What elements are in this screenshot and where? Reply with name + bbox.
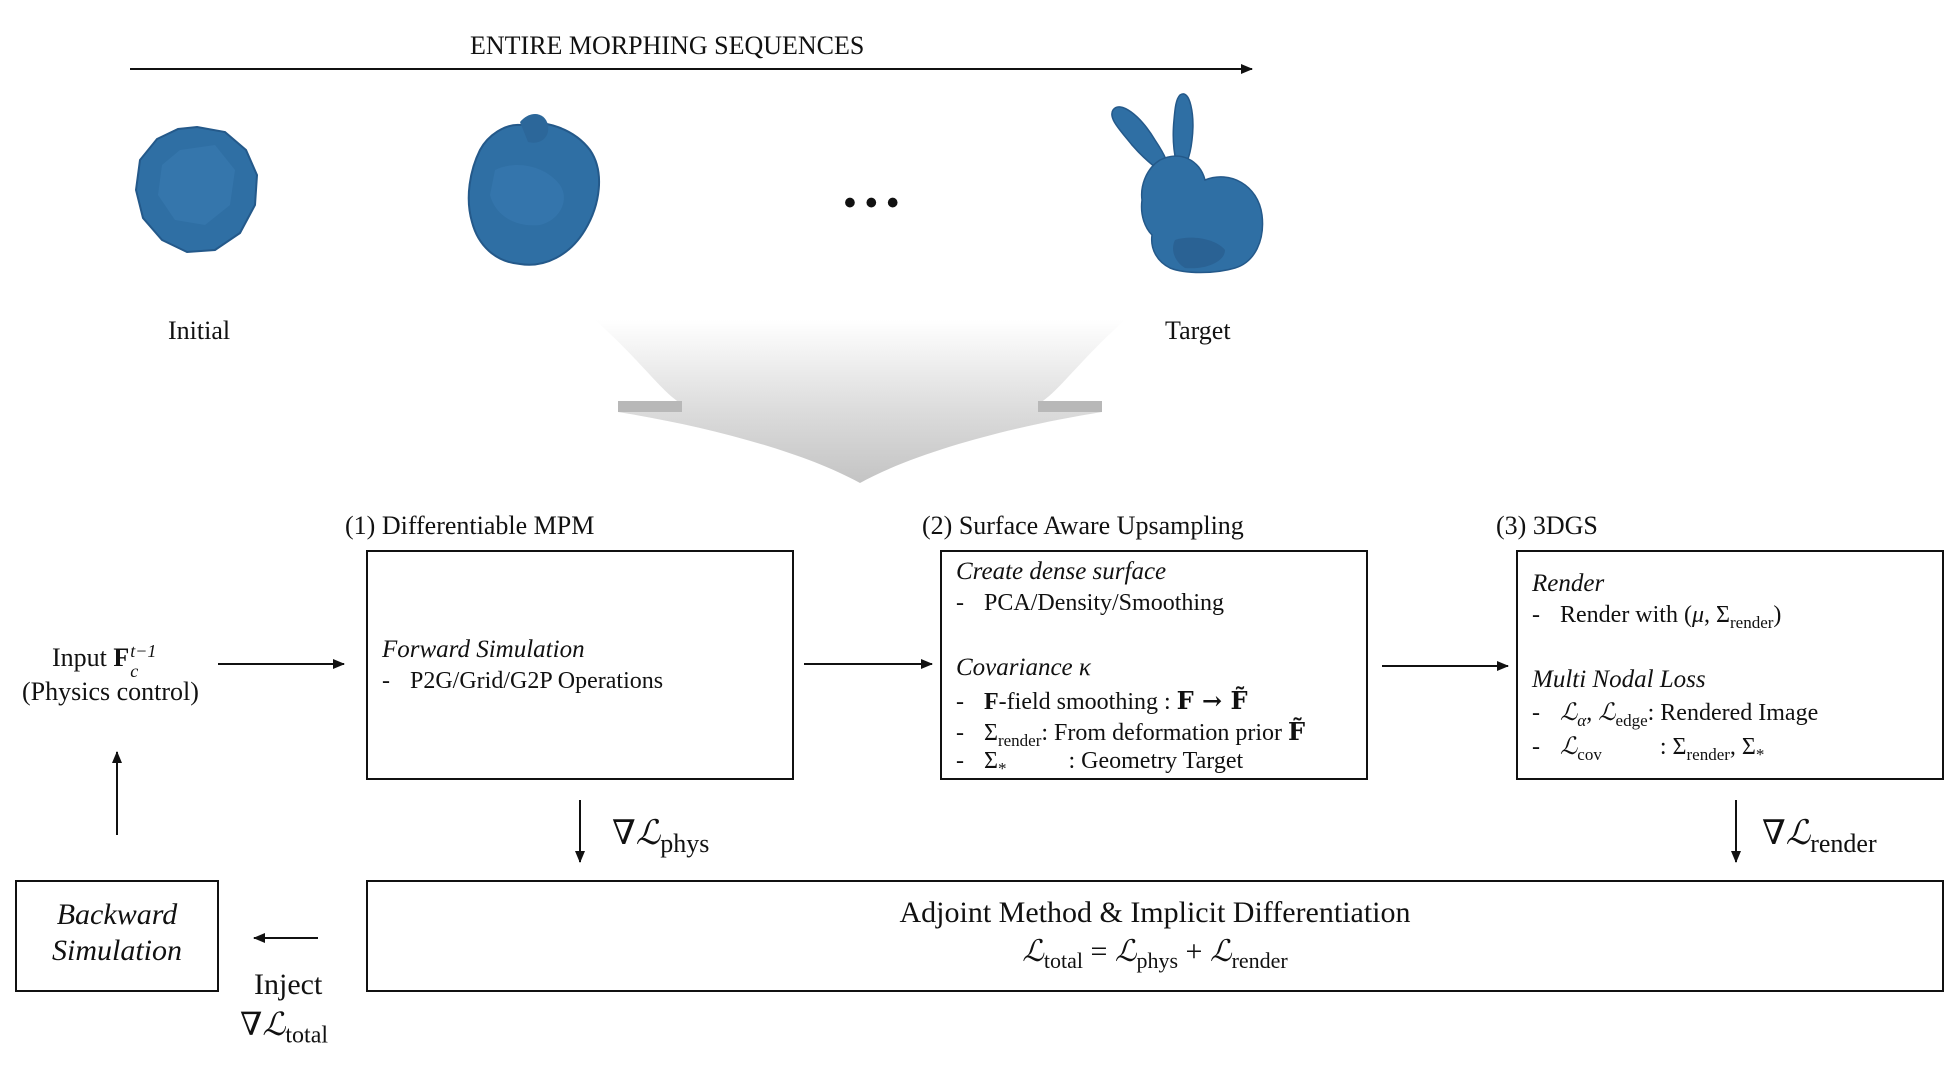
gs-heading-2: Multi Nodal Loss [1532,666,1706,693]
mpm-box: Forward Simulation -P2G/Grid/G2P Operati… [366,550,794,780]
backward-line-1: Backward [56,898,178,931]
adjoint-box: Adjoint Method & Implicit Differentiatio… [366,880,1944,992]
inject-label: Inject [254,968,323,1001]
upsampling-item-2: -F-field smoothing : F → F̃ [956,686,1248,715]
upsampling-heading-2: Covariance κ [956,654,1091,681]
mpm-title: (1) Differentiable MPM [345,511,595,540]
initial-label: Initial [168,316,231,345]
target-bunny-shape [1111,93,1264,274]
upsampling-title: (2) Surface Aware Upsampling [922,511,1244,540]
funnel-graphic [595,320,1125,483]
mpm-item: -P2G/Grid/G2P Operations [382,668,664,694]
input-prefix: Input [52,643,114,672]
upsampling-box: Create dense surface -PCA/Density/Smooth… [940,550,1368,780]
mpm-heading: Forward Simulation [382,636,585,663]
gs-title: (3) 3DGS [1496,511,1598,540]
target-label: Target [1165,316,1231,345]
ellipsis: • • • [844,184,899,222]
sequence-label: ENTIRE MORPHING SEQUENCES [470,31,865,60]
input-label: Input F c t−1 [52,641,169,681]
input-subscript: c [130,661,139,681]
input-symbol: F [113,643,130,672]
backward-box: Backward Simulation [15,880,219,992]
gs-item-3: -ℒcov: Σrender, Σ* [1532,732,1765,764]
upsampling-item-3: -Σrender: From deformation prior F̃ [956,717,1306,750]
gs-heading-1: Render [1532,570,1605,597]
gs-item-2: -ℒα, ℒedge: Rendered Image [1532,698,1819,730]
render-gradient-label: ∇ℒrender [1762,813,1877,858]
upsampling-heading-1: Create dense surface [956,558,1167,585]
initial-sphere-shape [134,125,259,254]
gs-box: Render -Render with (μ, Σrender) Multi N… [1516,550,1944,780]
adjoint-equation: ℒtotal = ℒphys + ℒrender [1022,934,1288,973]
upsampling-item-4: -Σ*: Geometry Target [956,748,1244,778]
backward-line-2: Simulation [51,934,182,967]
input-superscript: t−1 [130,641,157,661]
input-sub-label: (Physics control) [22,677,199,706]
adjoint-title: Adjoint Method & Implicit Differentiatio… [899,896,1411,929]
upsampling-item-1: -PCA/Density/Smoothing [956,590,1225,616]
total-gradient-label: ∇ℒtotal [240,1005,329,1049]
phys-gradient-label: ∇ℒphys [612,813,710,858]
intermediate-shape [467,114,601,266]
gs-item-1: -Render with (μ, Σrender) [1532,602,1782,632]
